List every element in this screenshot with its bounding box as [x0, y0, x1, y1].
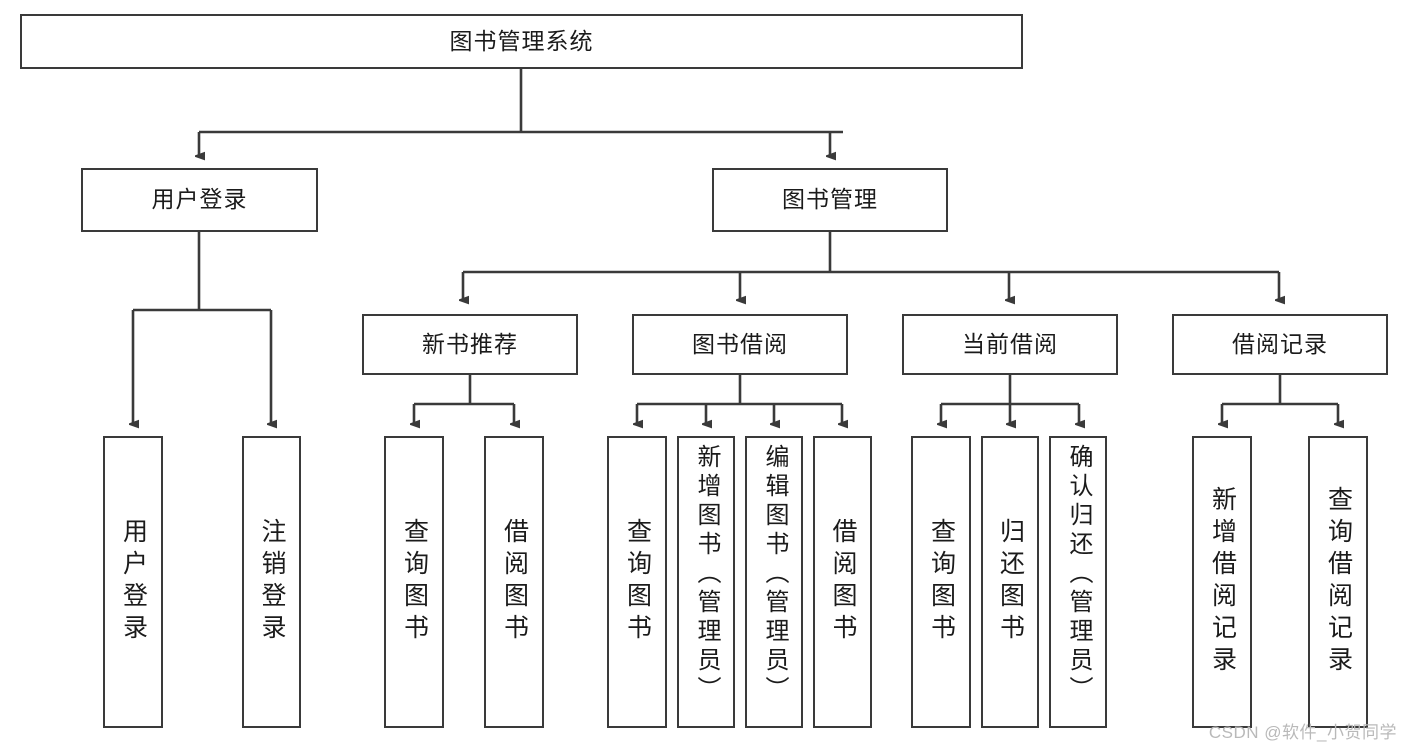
- node-leaf-user-login[interactable]: 用户登录: [103, 436, 163, 728]
- node-leaf-user-login-label: 用户登录: [119, 518, 148, 646]
- node-new-book-rec-label: 新书推荐: [422, 330, 518, 357]
- node-leaf-borrow-book-1[interactable]: 借阅图书: [484, 436, 544, 728]
- node-leaf-borrow-book-1-label: 借阅图书: [500, 518, 529, 646]
- node-leaf-query-book-2[interactable]: 查询图书: [607, 436, 667, 728]
- node-new-book-rec[interactable]: 新书推荐: [362, 314, 578, 375]
- node-book-borrow[interactable]: 图书借阅: [632, 314, 848, 375]
- node-root[interactable]: 图书管理系统: [20, 14, 1023, 69]
- node-book-manage[interactable]: 图书管理: [712, 168, 948, 232]
- node-leaf-query-book-3[interactable]: 查询图书: [911, 436, 971, 728]
- node-leaf-add-record[interactable]: 新增借阅记录: [1192, 436, 1252, 728]
- node-leaf-query-record-label: 查询借阅记录: [1324, 486, 1353, 678]
- node-leaf-logout[interactable]: 注销登录: [242, 436, 301, 728]
- watermark: CSDN @软件_小贺同学: [1208, 723, 1397, 742]
- node-leaf-confirm-return-label: 确认归还（管理员）: [1065, 444, 1092, 705]
- node-book-borrow-label: 图书借阅: [692, 330, 788, 357]
- node-leaf-add-book-label: 新增图书（管理员）: [693, 444, 720, 705]
- node-leaf-query-book-1-label: 查询图书: [400, 518, 429, 646]
- node-leaf-return-book[interactable]: 归还图书: [981, 436, 1039, 728]
- node-leaf-edit-book-label: 编辑图书（管理员）: [761, 444, 788, 705]
- node-leaf-query-record[interactable]: 查询借阅记录: [1308, 436, 1368, 728]
- node-current-borrow[interactable]: 当前借阅: [902, 314, 1118, 375]
- node-current-borrow-label: 当前借阅: [962, 330, 1058, 357]
- node-leaf-query-book-2-label: 查询图书: [623, 518, 652, 646]
- node-book-manage-label: 图书管理: [782, 186, 878, 213]
- node-leaf-edit-book[interactable]: 编辑图书（管理员）: [745, 436, 803, 728]
- node-leaf-borrow-book-2-label: 借阅图书: [829, 518, 857, 646]
- node-leaf-confirm-return[interactable]: 确认归还（管理员）: [1049, 436, 1107, 728]
- node-leaf-borrow-book-2[interactable]: 借阅图书: [813, 436, 872, 728]
- node-leaf-logout-label: 注销登录: [258, 518, 286, 646]
- node-leaf-return-book-label: 归还图书: [996, 518, 1025, 646]
- node-leaf-add-book[interactable]: 新增图书（管理员）: [677, 436, 735, 728]
- node-root-label: 图书管理系统: [449, 27, 594, 54]
- node-user-login[interactable]: 用户登录: [81, 168, 318, 232]
- node-leaf-query-book-1[interactable]: 查询图书: [384, 436, 444, 728]
- node-borrow-record[interactable]: 借阅记录: [1172, 314, 1388, 375]
- node-borrow-record-label: 借阅记录: [1232, 330, 1328, 357]
- node-leaf-add-record-label: 新增借阅记录: [1208, 486, 1237, 678]
- node-user-login-label: 用户登录: [151, 186, 248, 213]
- node-leaf-query-book-3-label: 查询图书: [927, 518, 956, 646]
